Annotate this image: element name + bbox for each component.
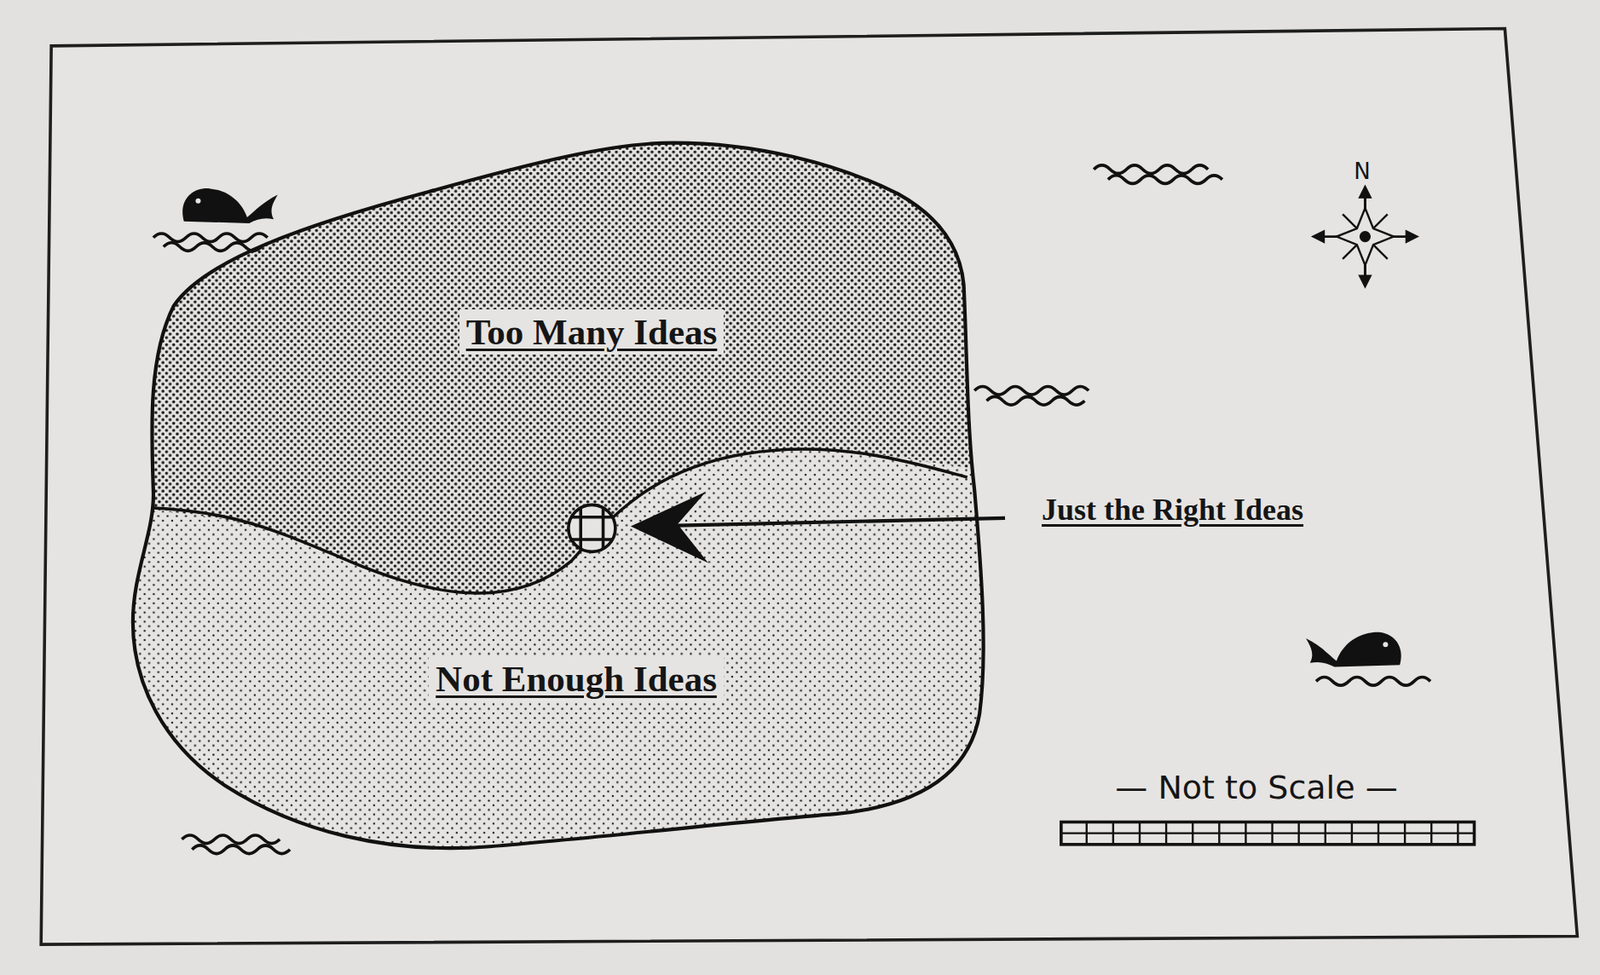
- callout-label: Just the Right Ideas: [1034, 490, 1311, 530]
- too-many-region: [102, 102, 1021, 594]
- island-regions: [102, 102, 1021, 919]
- island-coast: [132, 143, 984, 850]
- treasure-marker: [568, 504, 616, 552]
- compass-rose: [1311, 185, 1418, 289]
- not-enough-region: [102, 449, 1021, 919]
- region-name: Not Enough Ideas: [428, 656, 724, 702]
- scale-bar: [1061, 822, 1475, 845]
- region-name: Too Many Ideas: [459, 309, 725, 355]
- wave-symbols: [153, 165, 1431, 855]
- leader-arrow: [630, 491, 1006, 564]
- compass-north: N: [1353, 158, 1370, 185]
- map-frame: [40, 28, 1577, 946]
- whale-symbol: [1305, 632, 1402, 668]
- whale-symbol: [182, 188, 278, 224]
- scale-note: — Not to Scale —: [1114, 768, 1398, 807]
